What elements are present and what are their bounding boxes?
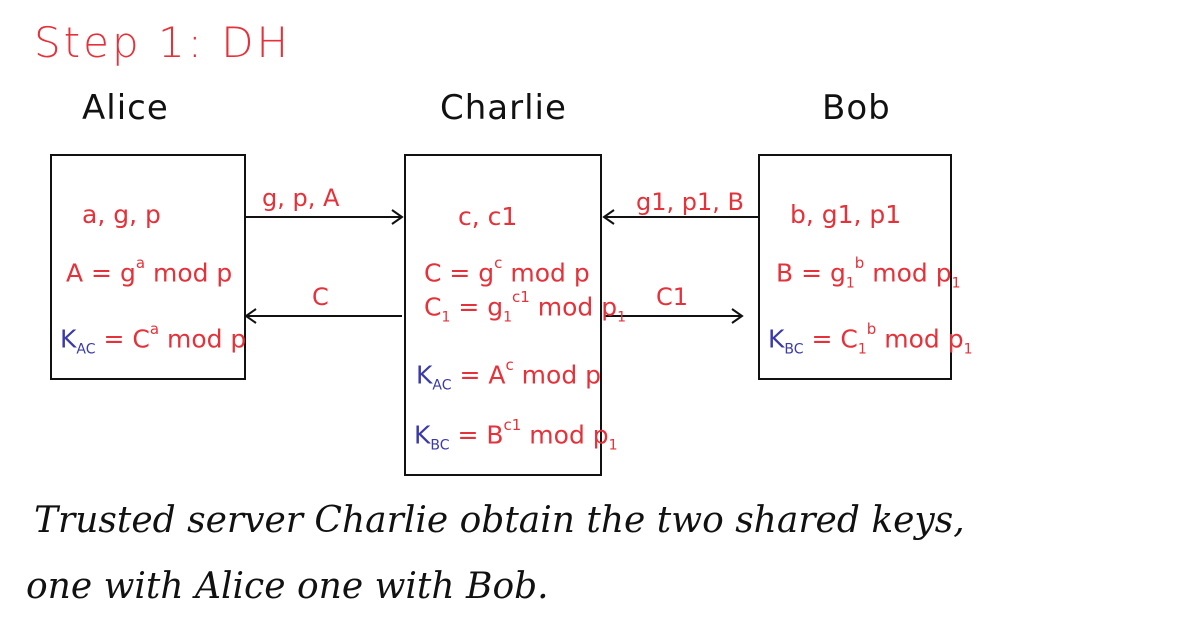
- bob-params: b, g1, p1: [790, 200, 902, 229]
- label-bob-to-charlie: g1, p1, B: [636, 188, 744, 216]
- caption-line-2: one with Alice one with Bob.: [26, 566, 549, 607]
- charlie-c1-eq: C1 = g1c1 mod p1: [424, 288, 627, 326]
- charlie-params: c, c1: [458, 202, 518, 231]
- label-alice-to-charlie: g, p, A: [262, 184, 340, 212]
- alice-key-eq: KAC = Ca mod p: [60, 320, 247, 358]
- caption-line-1: Trusted server Charlie obtain the two sh…: [34, 500, 965, 541]
- alice-public-eq: A = ga mod p: [66, 254, 233, 288]
- alice-params: a, g, p: [82, 200, 161, 229]
- bob-public-eq: B = g1b mod p1: [776, 254, 961, 292]
- charlie-label: Charlie: [440, 88, 567, 128]
- bob-label: Bob: [822, 88, 891, 128]
- label-charlie-to-alice: C: [312, 283, 329, 311]
- bob-box: [758, 154, 952, 380]
- bob-key-eq: KBC = C1b mod p1: [768, 320, 973, 358]
- charlie-kbc-eq: KBC = Bc1 mod p1: [414, 416, 618, 454]
- alice-label: Alice: [82, 88, 169, 128]
- diagram-title: Step 1: DH: [34, 18, 292, 67]
- alice-box: [50, 154, 246, 380]
- charlie-kac-eq: KAC = Ac mod p: [416, 356, 601, 394]
- charlie-box: [404, 154, 602, 476]
- charlie-c-eq: C = gc mod p: [424, 254, 590, 288]
- label-charlie-to-bob: C1: [656, 283, 689, 311]
